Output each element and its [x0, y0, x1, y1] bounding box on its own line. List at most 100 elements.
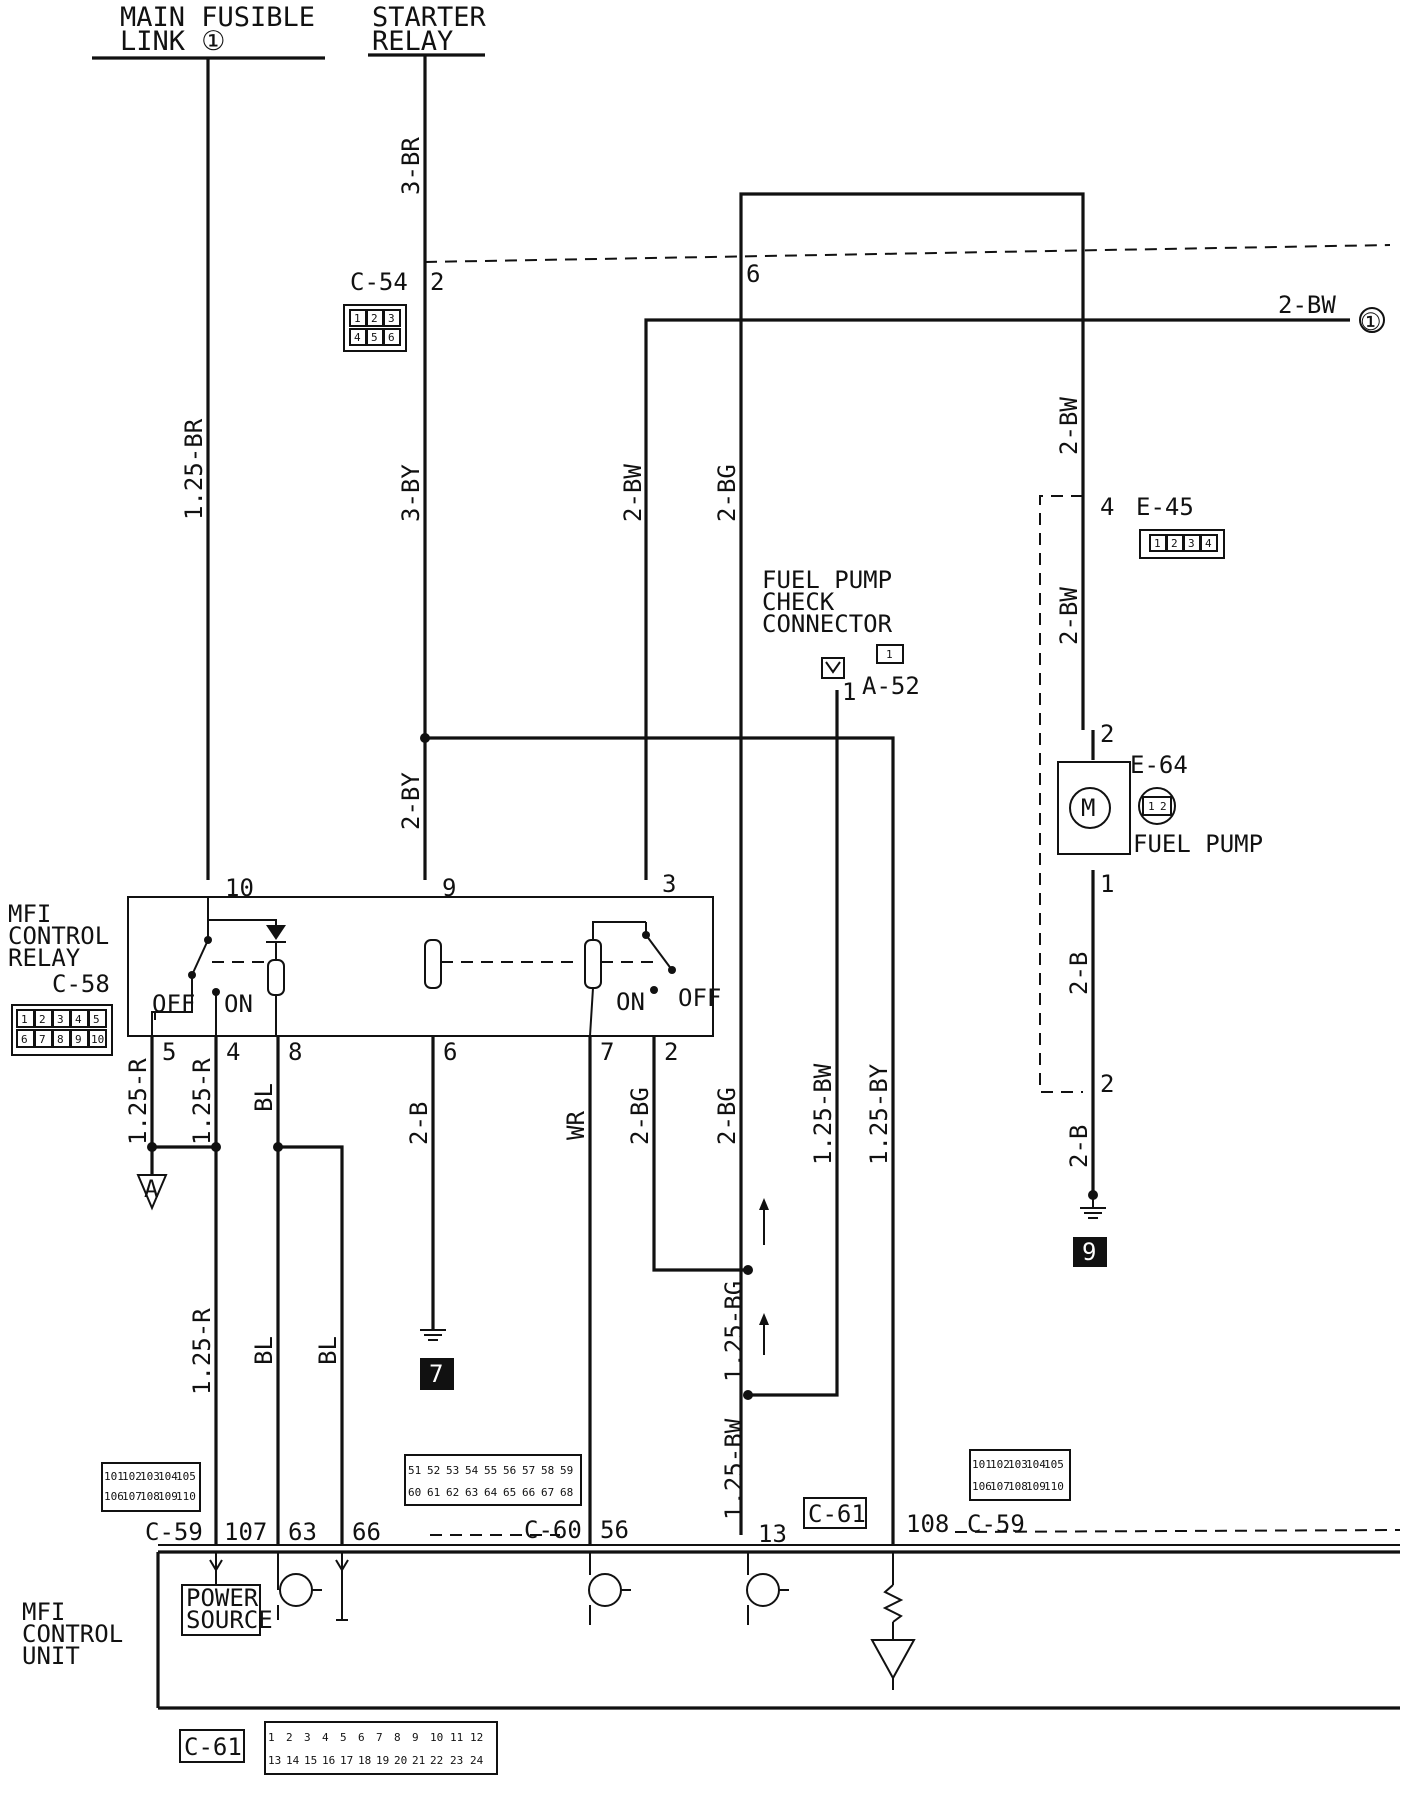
pin-56: 56 [600, 1516, 629, 1544]
svg-text:7: 7 [376, 1731, 383, 1744]
motor-label: M [1081, 794, 1095, 822]
wire-label-125br: 1.25-BR [180, 418, 208, 520]
wire-label-bl-b: BL [250, 1336, 278, 1365]
wires [150, 55, 1350, 1545]
svg-text:5: 5 [371, 331, 378, 344]
mfi-relay-line1: MFI [8, 900, 51, 928]
pin-3: 3 [662, 870, 676, 898]
pin-8: 8 [288, 1038, 302, 1066]
svg-text:18: 18 [358, 1754, 371, 1767]
starter-relay-line2: RELAY [372, 26, 453, 57]
svg-text:12: 12 [470, 1731, 483, 1744]
mfi-relay-line3: RELAY [8, 944, 81, 972]
svg-text:10: 10 [430, 1731, 443, 1744]
svg-text:8: 8 [57, 1033, 64, 1046]
ground-7-label: 7 [429, 1360, 443, 1388]
wire-label-125by: 1.25-BY [865, 1063, 893, 1165]
svg-text:101: 101 [972, 1458, 992, 1471]
svg-text:4: 4 [322, 1731, 329, 1744]
svg-text:54: 54 [465, 1464, 479, 1477]
wire-label-125r-b: 1.25-R [188, 1058, 216, 1145]
svg-text:2: 2 [286, 1731, 293, 1744]
wire-label-125r-a: 1.25-R [124, 1058, 152, 1145]
fuel-pump-check-line2: CHECK [762, 588, 835, 616]
pin-10: 10 [225, 874, 254, 902]
svg-text:1: 1 [268, 1731, 275, 1744]
svg-text:68: 68 [560, 1486, 573, 1499]
circle-ref-text: ① [1360, 308, 1382, 336]
svg-text:67: 67 [541, 1486, 554, 1499]
svg-text:102: 102 [990, 1458, 1010, 1471]
main-fusible-link-line2: LINK ① [120, 26, 225, 57]
wire-label-2b-b: 2-B [1065, 1125, 1093, 1168]
mfi-relay-line2: CONTROL [8, 922, 109, 950]
ground-9: 9 [1073, 1195, 1107, 1267]
connector-e45: 4 E-45 1 2 3 4 [1100, 493, 1225, 559]
svg-text:53: 53 [446, 1464, 459, 1477]
ground-a-label: A [144, 1175, 159, 1203]
svg-text:1: 1 [886, 648, 893, 661]
svg-text:101: 101 [104, 1470, 124, 1483]
wire-label-wr: WR [562, 1111, 590, 1140]
svg-text:107: 107 [122, 1490, 142, 1503]
svg-text:5: 5 [93, 1013, 100, 1026]
wire-label-125bw-a: 1.25-BW [809, 1063, 837, 1165]
svg-text:60: 60 [408, 1486, 421, 1499]
wire-label-3br: 3-BR [397, 137, 425, 195]
fuel-pump-check-line1: FUEL PUMP [762, 566, 892, 594]
svg-text:107: 107 [990, 1480, 1010, 1493]
wire-label-bl-c: BL [314, 1336, 342, 1365]
pin-2-ground: 2 [1100, 1070, 1114, 1098]
svg-text:15: 15 [304, 1754, 317, 1767]
wire-label-2bg: 2-BG [713, 464, 741, 522]
mfi-control-relay: MFI CONTROL RELAY C-58 1 2 3 4 5 6 7 8 9… [8, 870, 721, 1066]
svg-text:104: 104 [1026, 1458, 1046, 1471]
connector-c59-icon-right: 101 102 103 104 105 106 107 108 109 110 [969, 1449, 1071, 1501]
pin-66: 66 [352, 1518, 381, 1546]
pin-4-relay: 4 [226, 1038, 240, 1066]
c58-label: C-58 [52, 970, 110, 998]
pin-63: 63 [288, 1518, 317, 1546]
svg-text:9: 9 [412, 1731, 419, 1744]
mfi-unit-line1: MFI [22, 1598, 65, 1626]
svg-text:65: 65 [503, 1486, 516, 1499]
svg-text:64: 64 [484, 1486, 498, 1499]
svg-text:17: 17 [340, 1754, 353, 1767]
svg-text:2: 2 [371, 312, 378, 325]
svg-text:23: 23 [450, 1754, 463, 1767]
c61-label-top: C-61 [808, 1500, 866, 1528]
svg-text:103: 103 [140, 1470, 160, 1483]
svg-text:11: 11 [450, 1731, 463, 1744]
wire-label-3by: 3-BY [397, 464, 425, 522]
svg-text:3: 3 [304, 1731, 311, 1744]
svg-text:3: 3 [1188, 537, 1195, 550]
pin-13: 13 [758, 1520, 787, 1548]
junction-dots [147, 733, 1098, 1400]
c59-label-right: C-59 [967, 1510, 1025, 1538]
svg-text:3: 3 [57, 1013, 64, 1026]
wire-label-2b-c: 2-B [405, 1102, 433, 1145]
svg-text:4: 4 [75, 1013, 82, 1026]
svg-text:110: 110 [1044, 1480, 1064, 1493]
connector-c59-icon: 101 102 103 104 105 106 107 108 109 110 [101, 1462, 201, 1512]
svg-text:1: 1 [1154, 537, 1161, 550]
svg-text:8: 8 [394, 1731, 401, 1744]
wire-label-2bw-mid: 2-BW [1055, 397, 1083, 455]
svg-text:6: 6 [21, 1033, 28, 1046]
svg-text:19: 19 [376, 1754, 389, 1767]
svg-text:1: 1 [354, 312, 361, 325]
svg-text:106: 106 [972, 1480, 992, 1493]
transistor-icon-56 [588, 1573, 622, 1607]
off-label-left: OFF [152, 990, 195, 1018]
a52-label: A-52 [862, 672, 920, 700]
pin-4-e45: 4 [1100, 493, 1114, 521]
svg-text:61: 61 [427, 1486, 440, 1499]
svg-text:103: 103 [1008, 1458, 1028, 1471]
pin-1-e64: 1 [1100, 870, 1114, 898]
svg-text:5: 5 [340, 1731, 347, 1744]
pin-7: 7 [600, 1038, 614, 1066]
pin-108: 108 [906, 1510, 949, 1538]
ecu-pin-labels: C-59 107 63 66 C-60 56 13 108 C-59 [145, 1510, 1025, 1548]
svg-text:24: 24 [470, 1754, 484, 1767]
